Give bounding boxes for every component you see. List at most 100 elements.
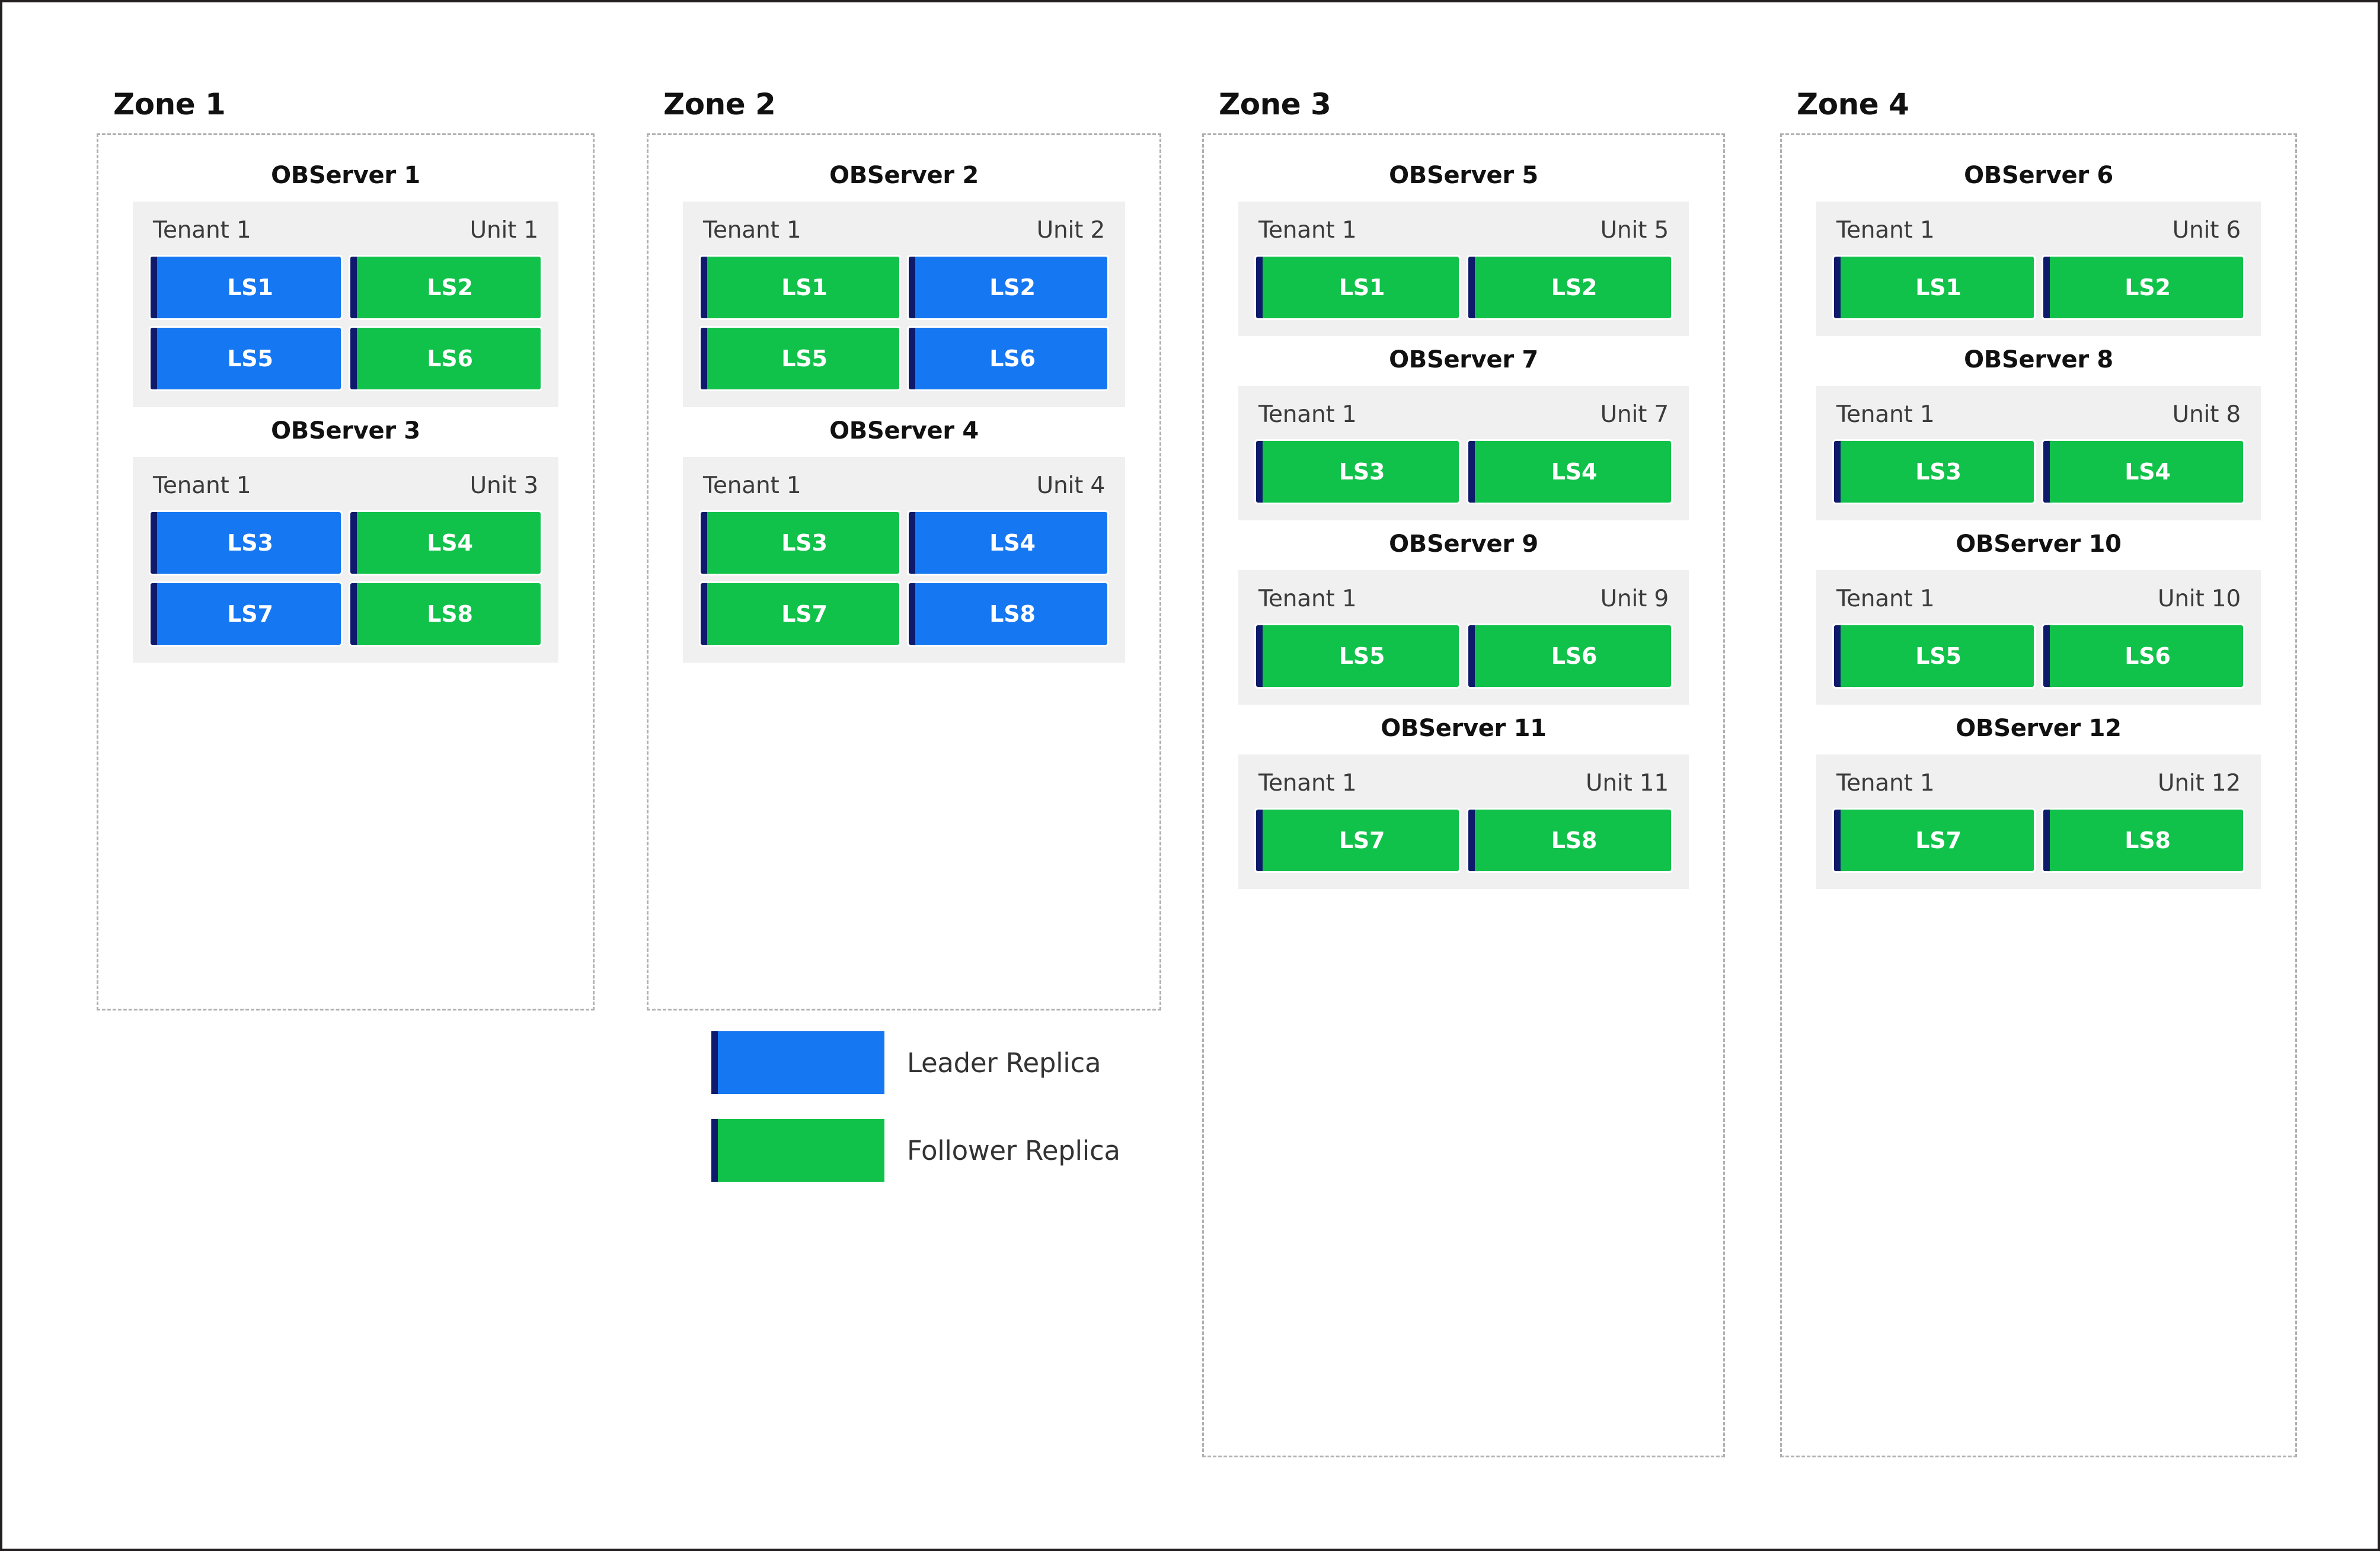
replica-box[interactable]: LS4 [909, 511, 1107, 574]
replica-grid: LS3 LS4 [1834, 440, 2243, 503]
replica-box[interactable]: LS5 [1834, 625, 2034, 687]
replica-box[interactable]: LS2 [1468, 256, 1671, 318]
replica-box[interactable]: LS7 [701, 583, 899, 645]
replica-box[interactable]: LS6 [2043, 625, 2243, 687]
replica-box[interactable]: LS7 [151, 583, 341, 645]
replica-box[interactable]: LS7 [1256, 809, 1459, 871]
tenant-label: Tenant 1 [703, 472, 801, 499]
replica-box[interactable]: LS3 [151, 511, 341, 574]
observer-title: OBServer 11 [1381, 714, 1547, 742]
replica-box[interactable]: LS3 [701, 511, 899, 574]
unit-label: Unit 6 [2172, 216, 2241, 244]
replica-box[interactable]: LS5 [1256, 625, 1459, 687]
replica-box[interactable]: LS1 [701, 256, 899, 318]
replica-box[interactable]: LS1 [151, 256, 341, 318]
unit-label: Unit 11 [1585, 769, 1669, 797]
replica-box[interactable]: LS6 [1468, 625, 1671, 687]
replica-box[interactable]: LS1 [1256, 256, 1459, 318]
replica-box[interactable]: LS3 [1834, 440, 2034, 503]
replica-box[interactable]: LS2 [350, 256, 541, 318]
replica-grid: LS7 LS8 [1834, 809, 2243, 871]
legend-swatch-leader [711, 1031, 884, 1094]
observer-title: OBServer 9 [1389, 530, 1538, 558]
replica-label: LS5 [227, 345, 273, 372]
replica-label: LS8 [2125, 827, 2171, 853]
replica-box[interactable]: LS3 [1256, 440, 1459, 503]
zone-title: Zone 4 [1797, 87, 1909, 121]
replica-label: LS7 [227, 600, 273, 627]
unit-label: Unit 5 [1600, 216, 1669, 244]
replica-label: LS5 [1915, 642, 1961, 669]
replica-box[interactable]: LS4 [1468, 440, 1671, 503]
replica-label: LS2 [1551, 274, 1598, 300]
replica-box[interactable]: LS2 [909, 256, 1107, 318]
replica-box[interactable]: LS4 [2043, 440, 2243, 503]
replica-box[interactable]: LS8 [350, 583, 541, 645]
replica-label: LS8 [427, 600, 473, 627]
unit-label: Unit 7 [1600, 401, 1669, 428]
replica-label: LS1 [227, 274, 273, 300]
replica-label: LS7 [781, 600, 828, 627]
replica-box[interactable]: LS6 [350, 327, 541, 389]
tenant-label: Tenant 1 [1836, 769, 1935, 797]
tenant-label: Tenant 1 [1836, 401, 1935, 428]
replica-box[interactable]: LS4 [350, 511, 541, 574]
replica-box[interactable]: LS7 [1834, 809, 2034, 871]
observer-title: OBServer 5 [1389, 161, 1538, 189]
replica-box[interactable]: LS8 [1468, 809, 1671, 871]
unit-label: Unit 9 [1600, 585, 1669, 612]
replica-label: LS8 [1551, 827, 1598, 853]
observer-title: OBServer 3 [271, 417, 420, 444]
replica-label: LS1 [1338, 274, 1385, 300]
tenant-label: Tenant 1 [153, 216, 251, 244]
replica-box[interactable]: LS6 [909, 327, 1107, 389]
replica-box[interactable]: LS1 [1834, 256, 2034, 318]
replica-box[interactable]: LS5 [151, 327, 341, 389]
legend-label: Follower Replica [907, 1134, 1120, 1166]
replica-box[interactable]: LS2 [2043, 256, 2243, 318]
replica-box[interactable]: LS8 [2043, 809, 2243, 871]
legend-item: Leader Replica [711, 1031, 1120, 1094]
replica-grid: LS5 LS6 [1834, 625, 2243, 687]
tenant-label: Tenant 1 [1836, 216, 1935, 244]
replica-box[interactable]: LS8 [909, 583, 1107, 645]
replica-box[interactable]: LS5 [701, 327, 899, 389]
tenant-label: Tenant 1 [1258, 585, 1357, 612]
replica-label: LS3 [1915, 458, 1961, 485]
legend-swatch-follower [711, 1119, 884, 1182]
